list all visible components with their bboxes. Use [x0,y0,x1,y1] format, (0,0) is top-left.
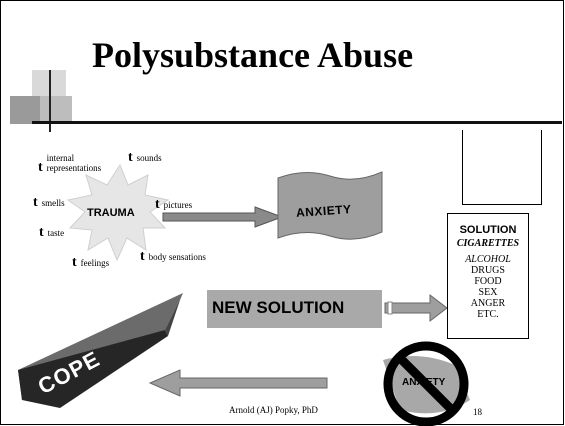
item-text: pictures [163,200,193,210]
cope-wedge-side [165,293,183,336]
page-number: 18 [473,407,482,417]
bullet-t: t [39,225,44,240]
trauma-label: TRAUMA [87,207,135,219]
item-text: feelings [80,258,110,268]
solution-item: ETC. [477,309,499,320]
bullet-t: t [72,255,77,270]
decor-vline [49,70,51,132]
arrow-to-anxiety [162,206,284,228]
item-text: taste [47,228,65,238]
cope-wedge-front [18,330,168,408]
trauma-starburst [66,163,170,262]
bullet-t: t [155,197,160,212]
decor-square [40,96,72,124]
anxiety-banner [277,171,383,240]
new-solution-bar [207,290,382,328]
solution-item: ALCOHOL [465,254,511,265]
no-anxiety-label: ANXIETY [402,377,446,388]
bullet-t: t [33,195,38,210]
solution-item: DRUGS [471,265,505,276]
no-symbol-circle [383,341,469,426]
bullet-t: t [140,249,145,264]
decor-square [10,96,40,124]
new-solution-label: NEW SOLUTION [212,298,345,317]
title-rule [32,121,562,124]
arrow-to-solution [384,293,448,323]
footer-author: Arnold (AJ) Popky, PhD [229,405,318,415]
bullet-t: t [38,160,43,175]
bullet-t: t [128,150,133,165]
item-text: body sensations [148,252,206,262]
solution-item: ANGER [470,298,506,309]
solution-heading: SOLUTION [459,224,517,236]
solution-item: SEX [478,287,498,298]
no-symbol-slash [396,354,456,414]
solution-box: SOLUTION CIGARETTES ALCOHOL DRUGS FOOD S… [447,213,529,339]
newsol-marker [387,301,393,315]
item-text: sounds [136,153,162,163]
trauma-item-internal: tinternal representations [38,153,127,175]
empty-box [462,130,542,205]
solution-item: CIGARETTES [456,238,520,249]
solution-item: FOOD [474,276,502,287]
page-title: Polysubstance Abuse [92,35,414,75]
arrow-to-cope [148,369,328,397]
item-text: internal representations [46,153,102,173]
item-text: smells [41,198,65,208]
